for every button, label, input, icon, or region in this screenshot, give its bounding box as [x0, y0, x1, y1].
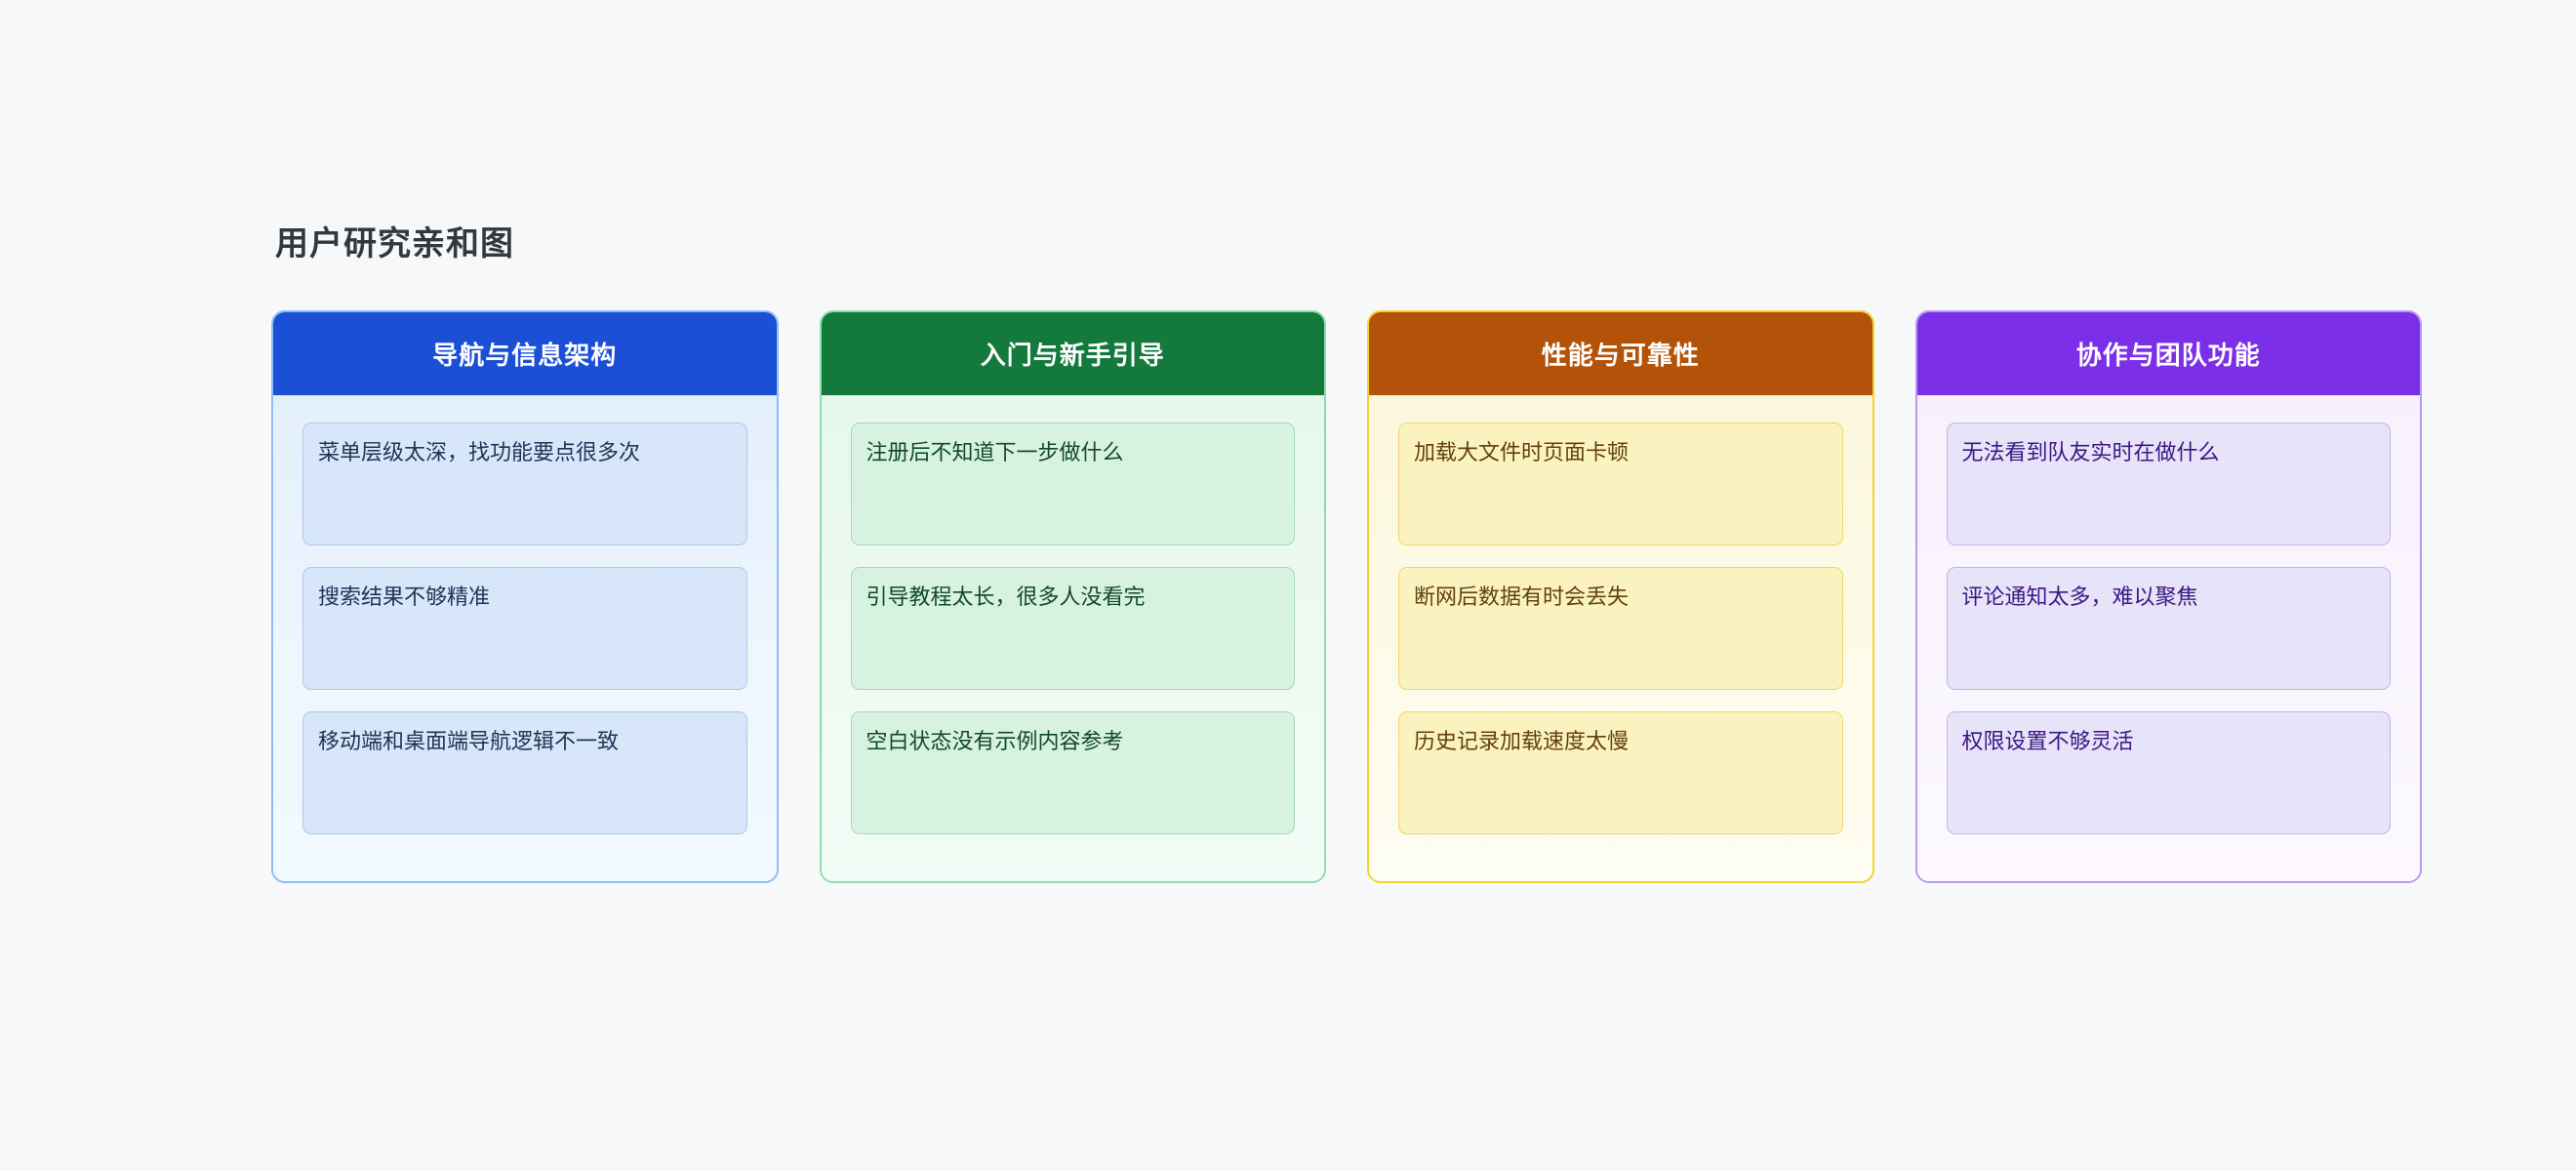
column-body-collaboration: 无法看到队友实时在做什么 评论通知太多，难以聚焦 权限设置不够灵活 — [1916, 395, 2420, 881]
note-card[interactable]: 搜索结果不够精准 — [302, 567, 747, 690]
affinity-columns-container: 导航与信息架构 菜单层级太深，找功能要点很多次 搜索结果不够精准 移动端和桌面端… — [271, 310, 2422, 883]
note-card[interactable]: 移动端和桌面端导航逻辑不一致 — [302, 711, 747, 834]
column-header-navigation: 导航与信息架构 — [273, 312, 777, 395]
note-card[interactable]: 评论通知太多，难以聚焦 — [1946, 567, 2391, 690]
note-card[interactable]: 历史记录加载速度太慢 — [1398, 711, 1843, 834]
column-body-navigation: 菜单层级太深，找功能要点很多次 搜索结果不够精准 移动端和桌面端导航逻辑不一致 — [273, 395, 777, 881]
affinity-column-onboarding[interactable]: 入门与新手引导 注册后不知道下一步做什么 引导教程太长，很多人没看完 空白状态没… — [819, 310, 1326, 883]
column-header-onboarding: 入门与新手引导 — [821, 312, 1324, 395]
column-header-collaboration: 协作与团队功能 — [1916, 312, 2420, 395]
column-body-onboarding: 注册后不知道下一步做什么 引导教程太长，很多人没看完 空白状态没有示例内容参考 — [821, 395, 1324, 881]
note-card[interactable]: 加载大文件时页面卡顿 — [1398, 423, 1843, 545]
note-card[interactable]: 注册后不知道下一步做什么 — [850, 423, 1295, 545]
column-header-performance: 性能与可靠性 — [1369, 312, 1872, 395]
affinity-column-navigation[interactable]: 导航与信息架构 菜单层级太深，找功能要点很多次 搜索结果不够精准 移动端和桌面端… — [271, 310, 779, 883]
affinity-column-performance[interactable]: 性能与可靠性 加载大文件时页面卡顿 断网后数据有时会丢失 历史记录加载速度太慢 — [1367, 310, 1874, 883]
page-title: 用户研究亲和图 — [275, 225, 514, 262]
note-card[interactable]: 无法看到队友实时在做什么 — [1946, 423, 2391, 545]
affinity-column-collaboration[interactable]: 协作与团队功能 无法看到队友实时在做什么 评论通知太多，难以聚焦 权限设置不够灵… — [1914, 310, 2422, 883]
note-card[interactable]: 引导教程太长，很多人没看完 — [850, 567, 1295, 690]
note-card[interactable]: 权限设置不够灵活 — [1946, 711, 2391, 834]
note-card[interactable]: 空白状态没有示例内容参考 — [850, 711, 1295, 834]
note-card[interactable]: 菜单层级太深，找功能要点很多次 — [302, 423, 747, 545]
column-body-performance: 加载大文件时页面卡顿 断网后数据有时会丢失 历史记录加载速度太慢 — [1369, 395, 1872, 881]
note-card[interactable]: 断网后数据有时会丢失 — [1398, 567, 1843, 690]
